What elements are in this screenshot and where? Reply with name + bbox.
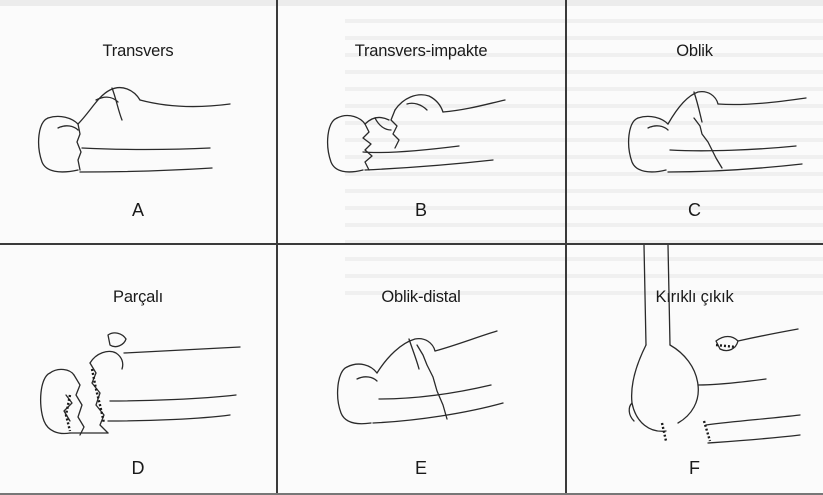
panel-letter: D (0, 458, 276, 479)
comminuted-fracture-drawing (0, 245, 276, 493)
panel-f: Kırıklı çıkık F (566, 245, 823, 493)
fracture-dislocation-drawing (566, 245, 823, 493)
panel-d: Parçalı D (0, 245, 276, 493)
grid-border-bottom (0, 493, 823, 495)
panel-letter: B (277, 200, 565, 221)
panel-letter: A (0, 200, 276, 221)
panel-c: Oblik C (566, 0, 823, 243)
oblique-distal-fracture-drawing (277, 245, 565, 493)
panel-e: Oblik-distal E (277, 245, 565, 493)
panel-b: Transvers-impakte B (277, 0, 565, 243)
panel-a: Transvers A (0, 0, 276, 243)
panel-letter: F (566, 458, 823, 479)
panel-letter: C (566, 200, 823, 221)
panel-letter: E (277, 458, 565, 479)
